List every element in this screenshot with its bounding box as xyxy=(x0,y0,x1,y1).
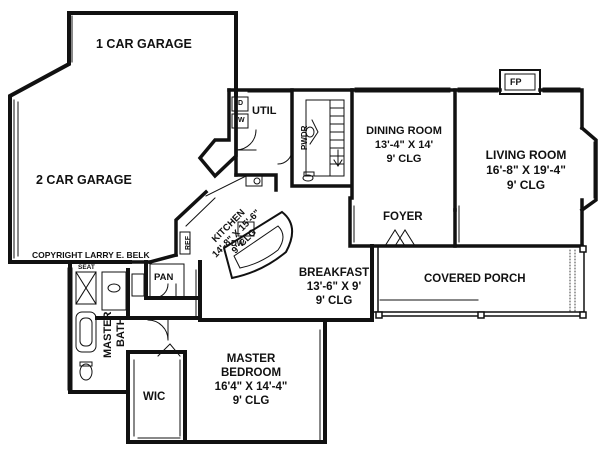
master-bedroom-clg: 9' CLG xyxy=(232,395,270,407)
living-room-dims: 16'-8" X 19'-4" xyxy=(486,163,566,177)
room-label-living-room: LIVING ROOM 16'-8" X 19'-4" 9' CLG xyxy=(466,148,586,193)
room-label-dining-room: DINING ROOM 13'-4" X 14' 9' CLG xyxy=(356,124,452,166)
porch-railing xyxy=(569,249,576,313)
master-bedroom-dims: 16'4" X 14'-4" xyxy=(214,381,288,393)
washer-dryer xyxy=(231,91,293,129)
washer-label: W xyxy=(238,117,245,124)
room-label-master-bedroom: MASTER BEDROOM 16'4" X 14'-4" 9' CLG xyxy=(196,352,306,408)
refrigerator-label: REF xyxy=(185,236,192,250)
wic-shelves xyxy=(133,359,181,437)
room-label-pwdr: PWDR xyxy=(300,125,309,150)
room-label-pantry: PAN xyxy=(154,272,174,283)
windows xyxy=(67,87,595,443)
room-label-master-bath-line2: BATH xyxy=(115,317,127,347)
garage-walls xyxy=(8,11,238,264)
living-room-name: LIVING ROOM xyxy=(485,148,567,162)
pantry xyxy=(149,263,185,299)
fireplace xyxy=(499,69,541,95)
master-bedroom-line1: MASTER xyxy=(226,353,276,365)
room-label-covered-porch: COVERED PORCH xyxy=(424,273,526,285)
room-label-1-car-garage: 1 CAR GARAGE xyxy=(96,37,192,51)
foyer-door xyxy=(384,229,416,247)
room-label-foyer: FOYER xyxy=(383,211,423,223)
room-label-wic: WIC xyxy=(143,391,166,403)
living-room-clg: 9' CLG xyxy=(506,178,546,192)
breakfast-dims: 13'-6" X 9' xyxy=(306,281,362,293)
garage-doors xyxy=(13,15,73,259)
breakfast-clg: 9' CLG xyxy=(315,295,353,307)
fireplace-label: FP xyxy=(510,77,522,87)
stairs xyxy=(305,99,345,177)
powder-fixtures xyxy=(302,119,319,182)
kitchen-island[interactable] xyxy=(222,210,293,280)
bath-seat-label: SEAT xyxy=(78,264,95,271)
room-label-util: UTIL xyxy=(252,105,277,117)
bath-fixtures xyxy=(75,271,145,381)
copyright-notice: COPYRIGHT LARRY E. BELK xyxy=(32,250,150,260)
dishwasher-label: DW xyxy=(231,239,245,248)
covered-porch-outline xyxy=(371,245,587,319)
dining-room-name: DINING ROOM xyxy=(366,125,442,137)
room-label-2-car-garage: 2 CAR GARAGE xyxy=(36,173,132,187)
kitchen-counters xyxy=(179,175,267,255)
dryer-label: D xyxy=(238,100,244,107)
util-door xyxy=(235,129,293,165)
breakfast-name: BREAKFAST xyxy=(298,267,370,279)
dining-room-clg: 9' CLG xyxy=(386,153,422,165)
dining-room-dims: 13'-4" X 14' xyxy=(374,139,434,151)
master-walls xyxy=(68,244,374,444)
room-label-breakfast: BREAKFAST 13'-6" X 9' 9' CLG xyxy=(286,266,382,308)
master-bedroom-line2: BEDROOM xyxy=(220,367,282,379)
